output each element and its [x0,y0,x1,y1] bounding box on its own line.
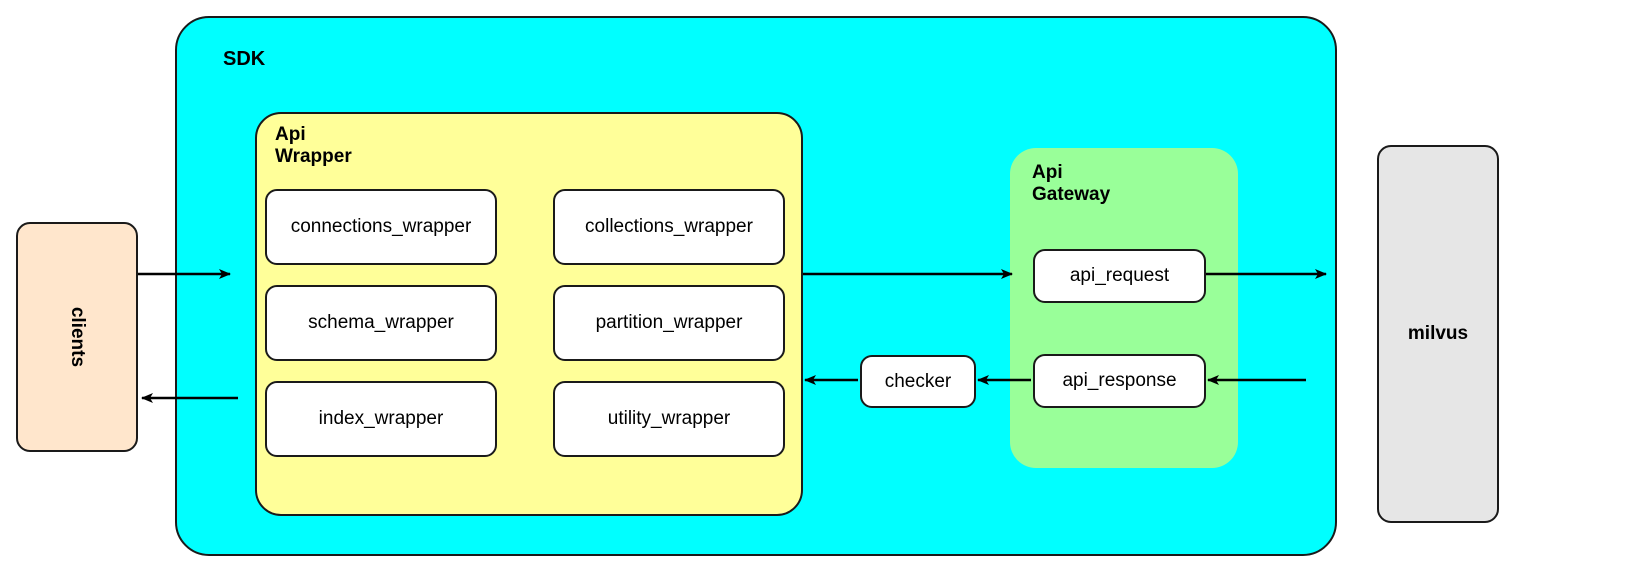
tile-api-request[interactable]: api_request [1033,249,1206,303]
tile-label: api_request [1069,265,1170,287]
milvus-label: milvus [1407,323,1469,345]
tile-connections-wrapper[interactable]: connections_wrapper [265,189,497,265]
tile-label: partition_wrapper [595,312,743,334]
checker-node[interactable]: checker [860,355,976,408]
milvus-node[interactable]: milvus [1377,145,1499,523]
tile-index-wrapper[interactable]: index_wrapper [265,381,497,457]
tile-label: utility_wrapper [607,408,731,430]
tile-label: schema_wrapper [308,312,454,334]
tile-label: index_wrapper [318,408,444,430]
clients-label: clients [66,306,88,368]
tile-label: connections_wrapper [290,216,472,238]
api-wrapper-label: Api Wrapper [275,124,352,167]
sdk-label: SDK [223,48,266,70]
tile-label: api_response [1062,370,1177,392]
tile-partition-wrapper[interactable]: partition_wrapper [553,285,785,361]
tile-collections-wrapper[interactable]: collections_wrapper [553,189,785,265]
checker-label: checker [884,370,952,392]
api-gateway-container[interactable]: Api Gateway [1010,148,1238,468]
tile-label: collections_wrapper [585,216,753,238]
api-gateway-label: Api Gateway [1032,162,1111,205]
tile-schema-wrapper[interactable]: schema_wrapper [265,285,497,361]
tile-api-response[interactable]: api_response [1033,354,1206,408]
tile-utility-wrapper[interactable]: utility_wrapper [553,381,785,457]
clients-node[interactable]: clients [16,222,138,452]
